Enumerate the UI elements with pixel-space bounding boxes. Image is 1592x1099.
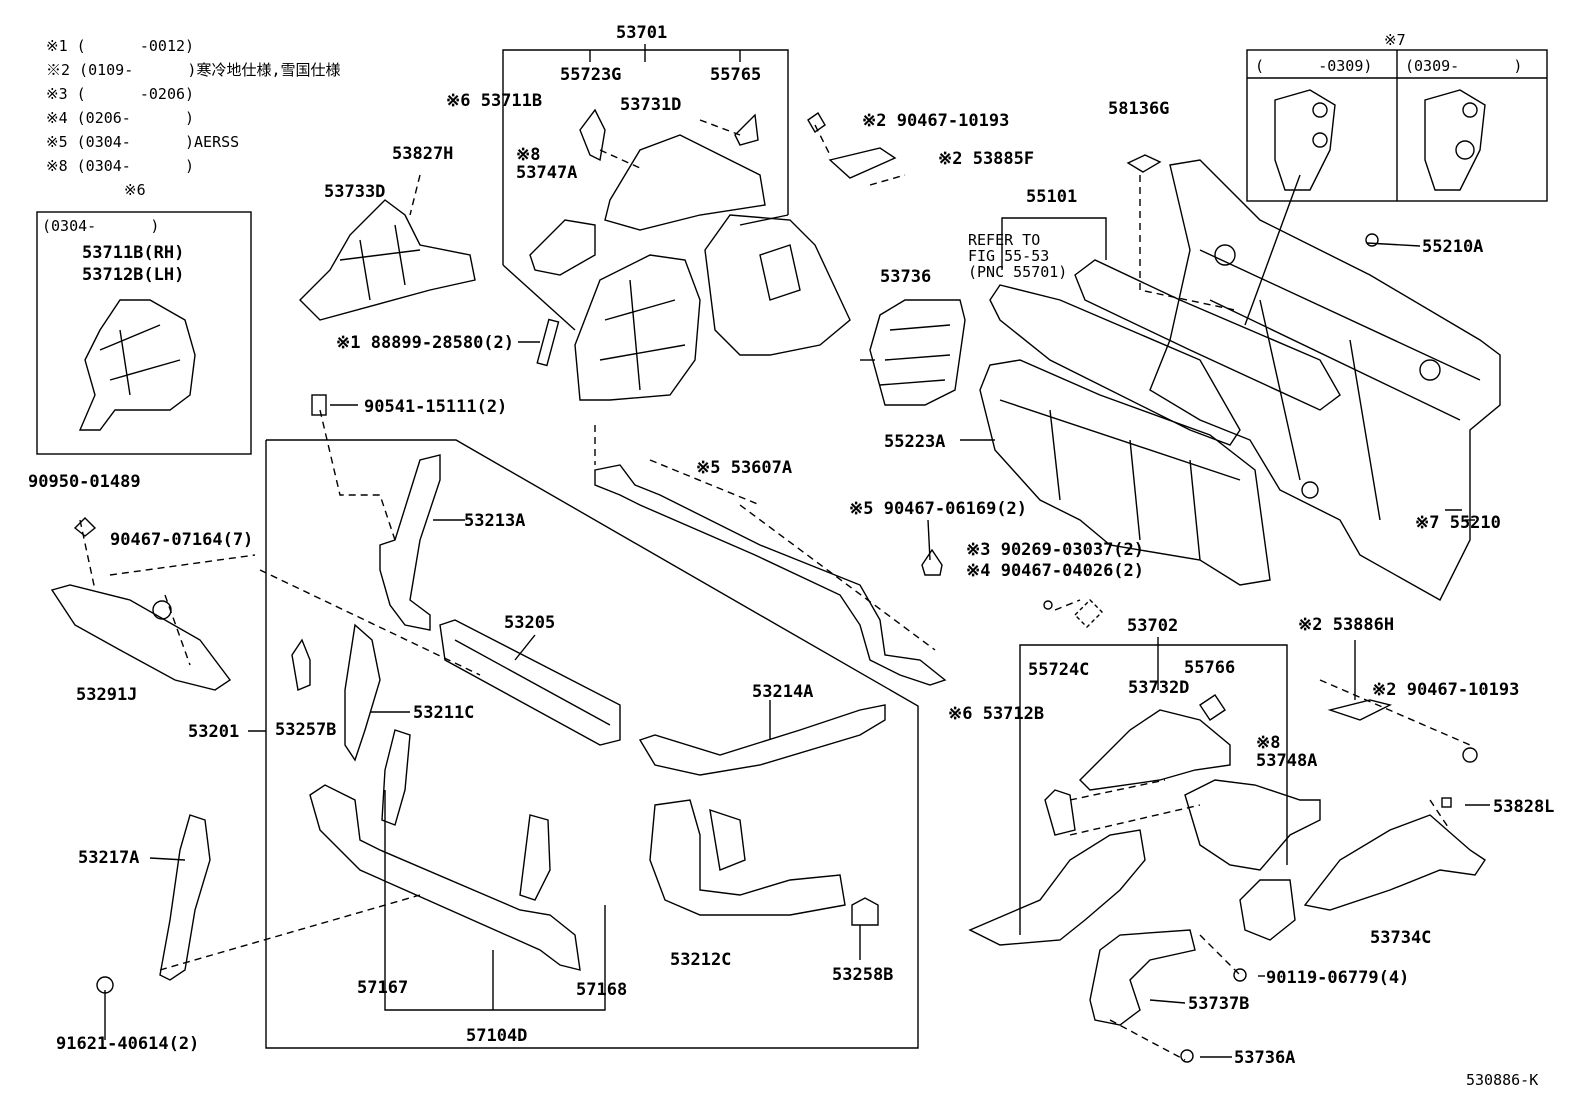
part-53291J (50, 584, 232, 691)
part-wheel-apron-left (574, 254, 701, 401)
part-53733D (299, 199, 476, 321)
part-53607A (594, 464, 947, 686)
note-1: ※1 ( -0012) (46, 37, 195, 55)
label-57104D: 57104D (466, 1026, 528, 1046)
note-2: ※2 (0109- )寒冷地仕様,雪国仕様 (46, 61, 341, 79)
label-53711B: ※6 53711B (446, 91, 543, 111)
label-53747A: ※8 53747A (516, 145, 578, 183)
label-53736A: 53736A (1234, 1048, 1296, 1068)
part-53217A (159, 814, 211, 981)
label-90467-04026: ※4 90467-04026(2) (966, 561, 1145, 581)
label-90467-10193-top: ※2 90467-10193 (862, 111, 1010, 131)
refer-line-2: FIG 55-53 (968, 247, 1050, 265)
part-53213A (379, 454, 441, 631)
part-53212C (649, 799, 846, 916)
inset-7-right: (0309- ) (1405, 57, 1523, 75)
label-53291J: 53291J (76, 685, 138, 705)
note-5: ※5 (0304- )AERSS (46, 133, 240, 151)
label-55210A: 55210A (1422, 237, 1484, 257)
part-cowl-panel (979, 359, 1271, 586)
inset-6-mark: ※6 (124, 181, 146, 199)
part-53214A (638, 704, 886, 776)
label-53205: 53205 (504, 613, 556, 633)
label-53712B: ※6 53712B (948, 704, 1045, 724)
part-53731D (604, 134, 766, 231)
label-90541: 90541-15111(2) (364, 397, 508, 417)
label-53748A: ※8 53748A (1256, 733, 1318, 771)
label-53217A: 53217A (78, 848, 140, 868)
label-90269: ※3 90269-03037(2) (966, 540, 1145, 560)
label-90467-06169: ※5 90467-06169(2) (849, 499, 1028, 519)
diagram-id: 530886-K (1466, 1071, 1539, 1089)
label-53827H: 53827H (392, 144, 454, 164)
label-53736: 53736 (880, 267, 932, 287)
label-90467-07164: 90467-07164(7) (110, 530, 254, 550)
part-57104D (309, 784, 581, 971)
label-53737B: 53737B (1188, 994, 1250, 1014)
part-53736 (869, 299, 966, 406)
label-53733D: 53733D (324, 182, 386, 202)
label-53214A: 53214A (752, 682, 814, 702)
inset-6-range: (0304- ) (42, 217, 160, 235)
label-55765: 55765 (710, 65, 762, 85)
label-55223A: 55223A (884, 432, 946, 452)
part-53734C (1303, 814, 1486, 911)
inset-6-frame (36, 211, 252, 455)
label-53213A: 53213A (464, 511, 526, 531)
refer-line-1: REFER TO (968, 231, 1041, 249)
part-53205 (439, 619, 621, 746)
label-53885F: ※2 53885F (938, 149, 1035, 169)
label-57167: 57167 (357, 978, 409, 998)
label-55210: ※7 55210 (1415, 513, 1501, 533)
label-53211C: 53211C (413, 703, 475, 723)
label-53258B: 53258B (832, 965, 894, 985)
label-53886H: ※2 53886H (1298, 615, 1395, 635)
note-3: ※3 ( -0206) (46, 85, 195, 103)
label-90467-10193-right: ※2 90467-10193 (1372, 680, 1520, 700)
part-dash-panel (1149, 159, 1501, 601)
label-53257B: 53257B (275, 720, 337, 740)
label-53828L: 53828L (1493, 797, 1555, 817)
label-90950: 90950-01489 (28, 472, 141, 492)
label-55724C: 55724C (1028, 660, 1090, 680)
part-53211C (344, 623, 381, 762)
label-55101: 55101 (1026, 187, 1078, 207)
inset-7-left: ( -0309) (1255, 57, 1373, 75)
assembly-53201-frame (265, 439, 919, 1049)
part-fender-housing (704, 214, 851, 356)
label-90119: 90119-06779(4) (1266, 968, 1410, 988)
label-53212C: 53212C (670, 950, 732, 970)
label-53702: 53702 (1127, 616, 1179, 636)
part-53737B (1089, 929, 1196, 1026)
note-4: ※4 (0206- ) (46, 109, 195, 127)
label-57168: 57168 (576, 980, 628, 1000)
label-53731D: 53731D (620, 95, 682, 115)
inset6-apron-part (78, 299, 196, 431)
label-53201: 53201 (188, 722, 240, 742)
part-53748A (1184, 779, 1321, 871)
part-53732D (1079, 709, 1231, 791)
label-53734C: 53734C (1370, 928, 1432, 948)
label-53712B-lh: 53712B(LH) (82, 265, 185, 285)
label-53732D: 53732D (1128, 678, 1190, 698)
label-55766: 55766 (1184, 658, 1236, 678)
label-53701: 53701 (616, 23, 668, 43)
label-88899: ※1 88899-28580(2) (336, 333, 515, 353)
label-55723G: 55723G (560, 65, 622, 85)
note-8: ※8 (0304- ) (46, 157, 195, 175)
part-53712B (968, 829, 1146, 946)
label-53607A: ※5 53607A (696, 458, 793, 478)
refer-line-3: (PNC 55701) (968, 263, 1068, 281)
part-cowl-top (989, 284, 1241, 446)
label-53711B-rh: 53711B(RH) (82, 243, 185, 263)
label-58136G: 58136G (1108, 99, 1170, 119)
label-91621: 91621-40614(2) (56, 1034, 200, 1054)
inset-7-mark: ※7 (1384, 31, 1406, 49)
